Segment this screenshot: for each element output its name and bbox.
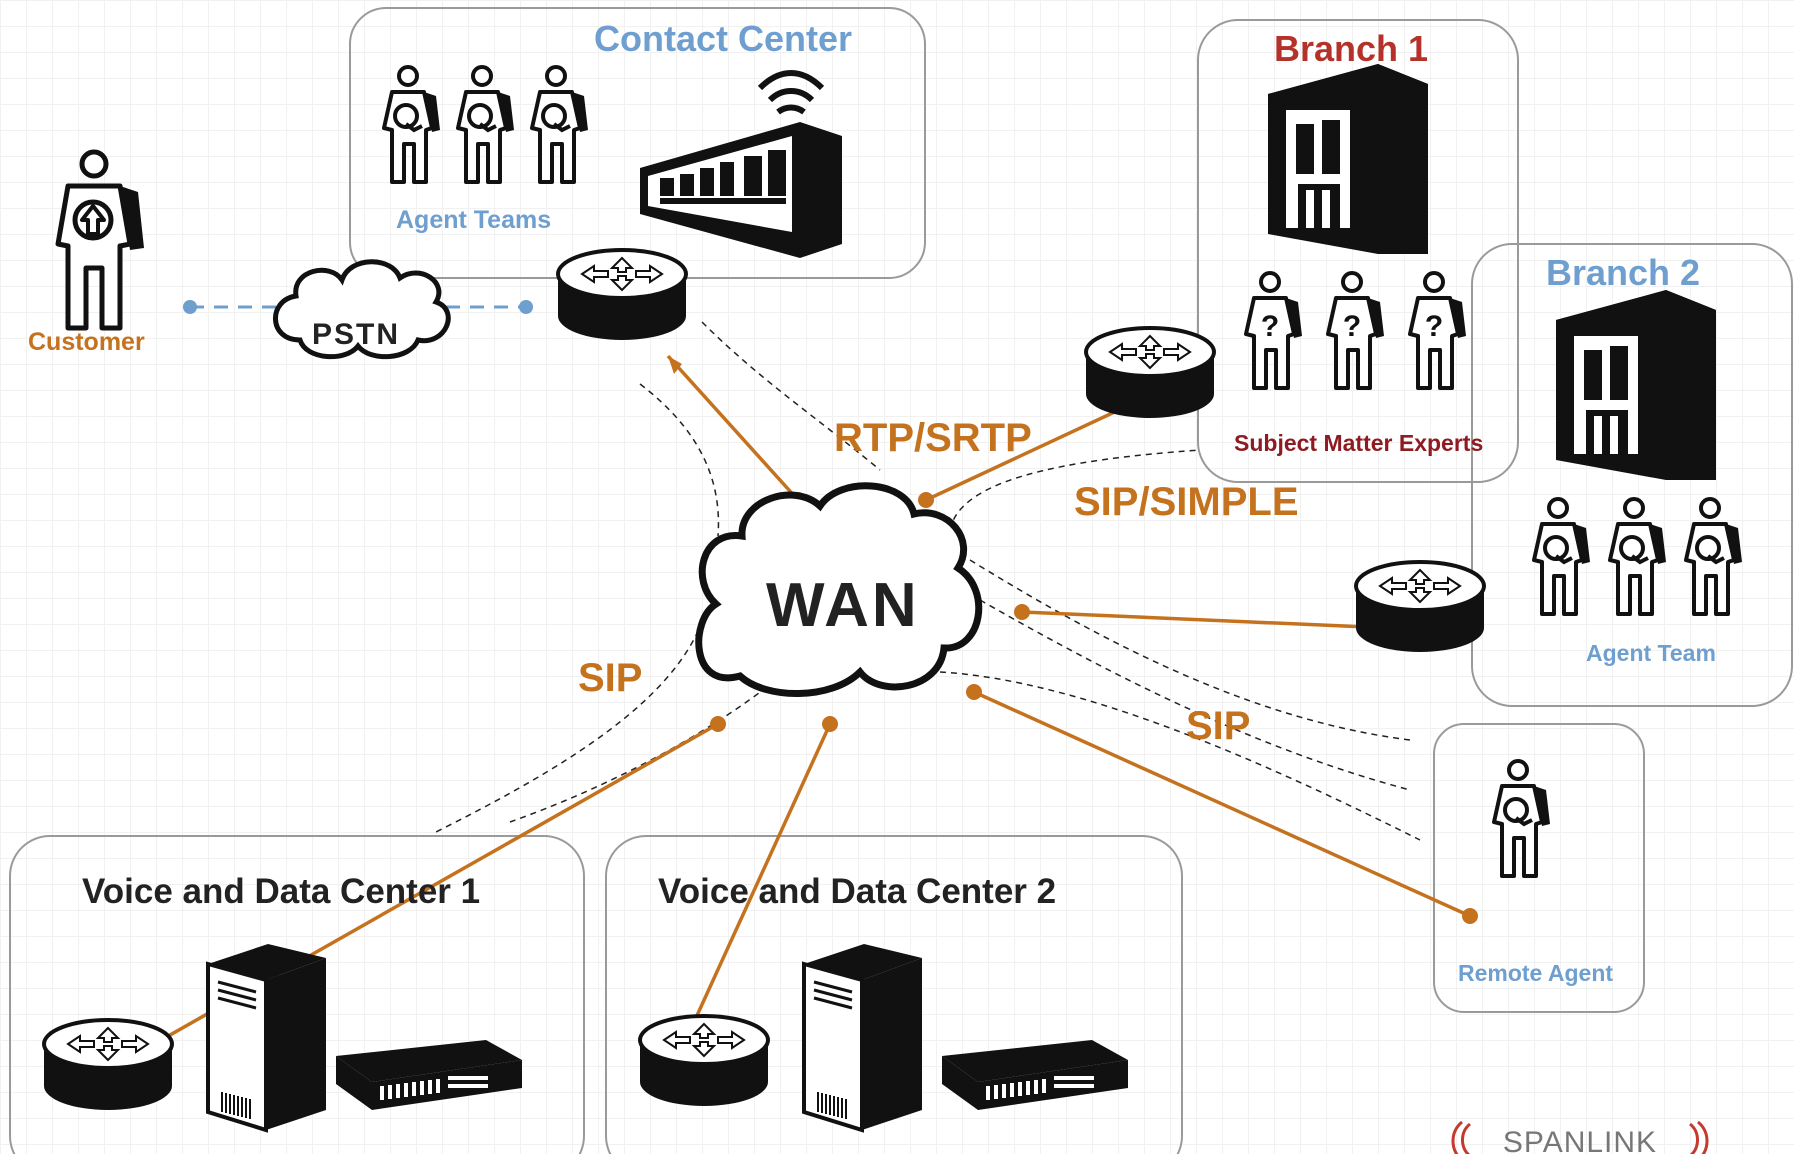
switch-icon: [942, 1040, 1128, 1110]
svg-text:SPANLINK: SPANLINK: [1503, 1126, 1657, 1154]
agent-icon: [530, 65, 590, 184]
pstn-link-endpoint: [519, 300, 533, 314]
agent-icon: [1608, 497, 1668, 616]
vdc1-title: Voice and Data Center 1: [82, 872, 481, 911]
branch1-region: [1197, 19, 1519, 483]
router-icon: [638, 1014, 770, 1108]
server-tower-icon: [802, 942, 924, 1132]
sip-right-label: SIP: [1186, 704, 1251, 748]
branch2-caption: Agent Team: [1586, 640, 1716, 666]
pstn-label: PSTN: [312, 318, 401, 351]
agent-teams-caption: Agent Teams: [396, 206, 552, 234]
branch2-region: [1471, 243, 1793, 707]
customer-label: Customer: [28, 328, 145, 356]
router-icon: [42, 1018, 174, 1112]
branch2-title: Branch 2: [1546, 252, 1701, 293]
agent-icon: [382, 65, 442, 184]
expert-icon: [1326, 271, 1386, 390]
router-icon: [1354, 560, 1486, 654]
vdc1-region: [9, 835, 585, 1154]
signaling-lines: [431, 321, 1421, 841]
contact-center-title: Contact Center: [594, 18, 853, 59]
spanlink-logo: SPANLINK: [1451, 1120, 1709, 1154]
sip-simple-label: SIP/SIMPLE: [1074, 480, 1299, 524]
sip-left-label: SIP: [578, 656, 643, 700]
wan-label: WAN: [766, 571, 920, 640]
expert-icon: [1244, 271, 1304, 390]
agent-icon: [1684, 497, 1744, 616]
server-tower-icon: [206, 942, 328, 1132]
vdc2-region: [605, 835, 1183, 1154]
customer-icon: [58, 152, 144, 328]
vdc2-title: Voice and Data Center 2: [658, 872, 1057, 911]
branch1-caption: Subject Matter Experts: [1234, 430, 1484, 456]
router-icon: [1084, 326, 1216, 420]
contact-center-building-icon: [640, 70, 842, 258]
arrowhead: [668, 356, 682, 374]
remote-agent-caption: Remote Agent: [1458, 960, 1614, 986]
branch2-building-icon: [1556, 290, 1716, 480]
expert-icon: [1408, 271, 1468, 390]
switch-icon: [336, 1040, 522, 1110]
agent-icon: [456, 65, 516, 184]
router-icon: [556, 248, 688, 342]
branch1-building-icon: [1268, 64, 1428, 254]
remote-agent-icon: [1492, 759, 1552, 878]
pstn-cloud-icon: [273, 259, 451, 360]
remote-agent-region: [1433, 723, 1645, 1013]
rtp-srtp-label: RTP/SRTP: [834, 416, 1032, 460]
wan-cloud-icon: [695, 482, 983, 697]
pstn-link-endpoint: [183, 300, 197, 314]
agent-icon: [1532, 497, 1592, 616]
branch1-title: Branch 1: [1274, 28, 1429, 69]
